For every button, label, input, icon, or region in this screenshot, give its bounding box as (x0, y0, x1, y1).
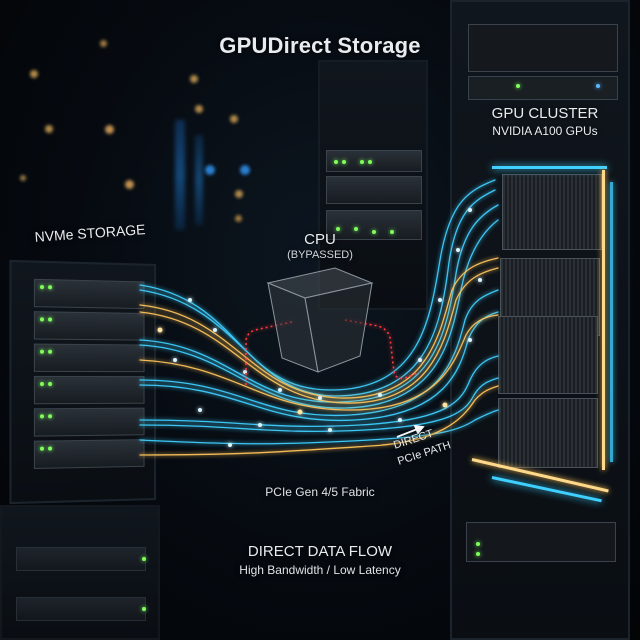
data-particles (157, 208, 482, 447)
cpu-bypassed-label: (BYPASSED) (287, 249, 353, 261)
data-flow-subline: High Bandwidth / Low Latency (239, 563, 401, 577)
direct-path-arrow-icon (396, 424, 425, 438)
cpu-label: CPU (304, 231, 336, 248)
blue-data-streams (139, 179, 499, 445)
data-flow-headline: DIRECT DATA FLOW (247, 543, 393, 560)
gpu-card-4 (498, 398, 598, 468)
gpu-card-3 (498, 316, 598, 394)
gpu-card-1 (502, 174, 602, 250)
fabric-label: PCIe Gen 4/5 Fabric (265, 485, 375, 499)
gpu-cluster-sublabel: NVIDIA A100 GPUs (492, 124, 598, 138)
center-server-rack (318, 60, 428, 310)
gpu-cluster-label: GPU CLUSTER (491, 105, 599, 122)
lower-left-rack (0, 505, 160, 640)
page-title: GPUDirect Storage (219, 33, 421, 58)
gold-data-streams (139, 257, 499, 456)
top-server-panel (468, 76, 618, 100)
cpu-cube-icon (266, 267, 374, 373)
cpu-bypass-path (245, 319, 421, 388)
top-server-unit (468, 24, 618, 72)
